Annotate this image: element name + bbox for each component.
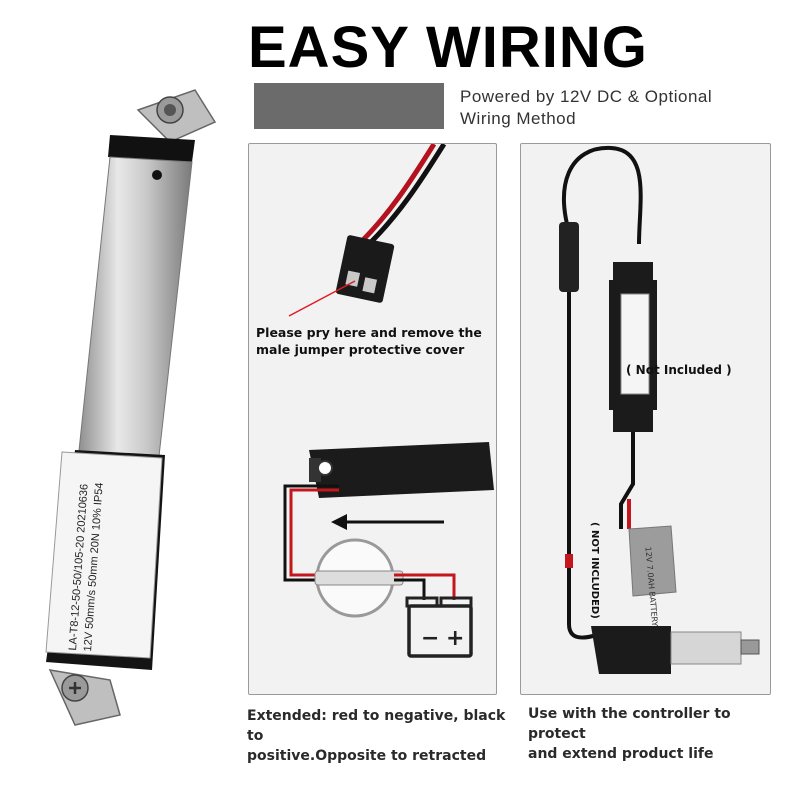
battery-icon: [405, 596, 473, 658]
caption-left-line-1: Extended: red to negative, black to: [247, 708, 506, 744]
direct-wiring-diagram: − +: [283, 442, 494, 658]
actuator-label-plate: [45, 451, 163, 659]
caption-controller-wiring: Use with the controller to protect and e…: [528, 704, 788, 764]
pry-note-line-1: Please pry here and remove the: [256, 325, 482, 340]
page-subtitle: Powered by 12V DC & Optional Wiring Meth…: [460, 86, 712, 130]
battery-plus-sign: +: [446, 626, 464, 651]
subtitle-line-1: Powered by 12V DC & Optional: [460, 87, 713, 106]
small-battery-icon: 12V 7.0AH BATTERY: [628, 525, 677, 627]
page-title: EASY WIRING: [248, 15, 648, 80]
subtitle-line-2: Wiring Method: [460, 109, 577, 128]
small-actuator-image: [591, 626, 760, 674]
connector-illustration: [288, 144, 447, 317]
pry-note-line-2: male jumper protective cover: [256, 342, 465, 357]
caption-right-line-2: and extend product life: [528, 746, 714, 762]
battery-not-included-note: ( NOT INCLUDED): [589, 522, 600, 619]
controller-wiring-illustration: 12V 7.0AH BATTERY: [559, 145, 760, 674]
top-mounting-bracket: [136, 89, 217, 143]
battery-minus-sign: −: [421, 626, 439, 651]
header-accent-bar: [254, 83, 444, 129]
caption-right-line-1: Use with the controller to protect: [528, 706, 731, 742]
direction-arrow-icon: [331, 514, 444, 530]
pry-instruction-note: Please pry here and remove the male jump…: [256, 324, 491, 358]
bottom-mounting-bracket: [48, 669, 121, 726]
caption-left-line-2: positive.Opposite to retracted: [247, 748, 487, 764]
controller-not-included-note: ( Not Included ): [626, 363, 732, 377]
caption-direct-wiring: Extended: red to negative, black to posi…: [247, 706, 507, 766]
